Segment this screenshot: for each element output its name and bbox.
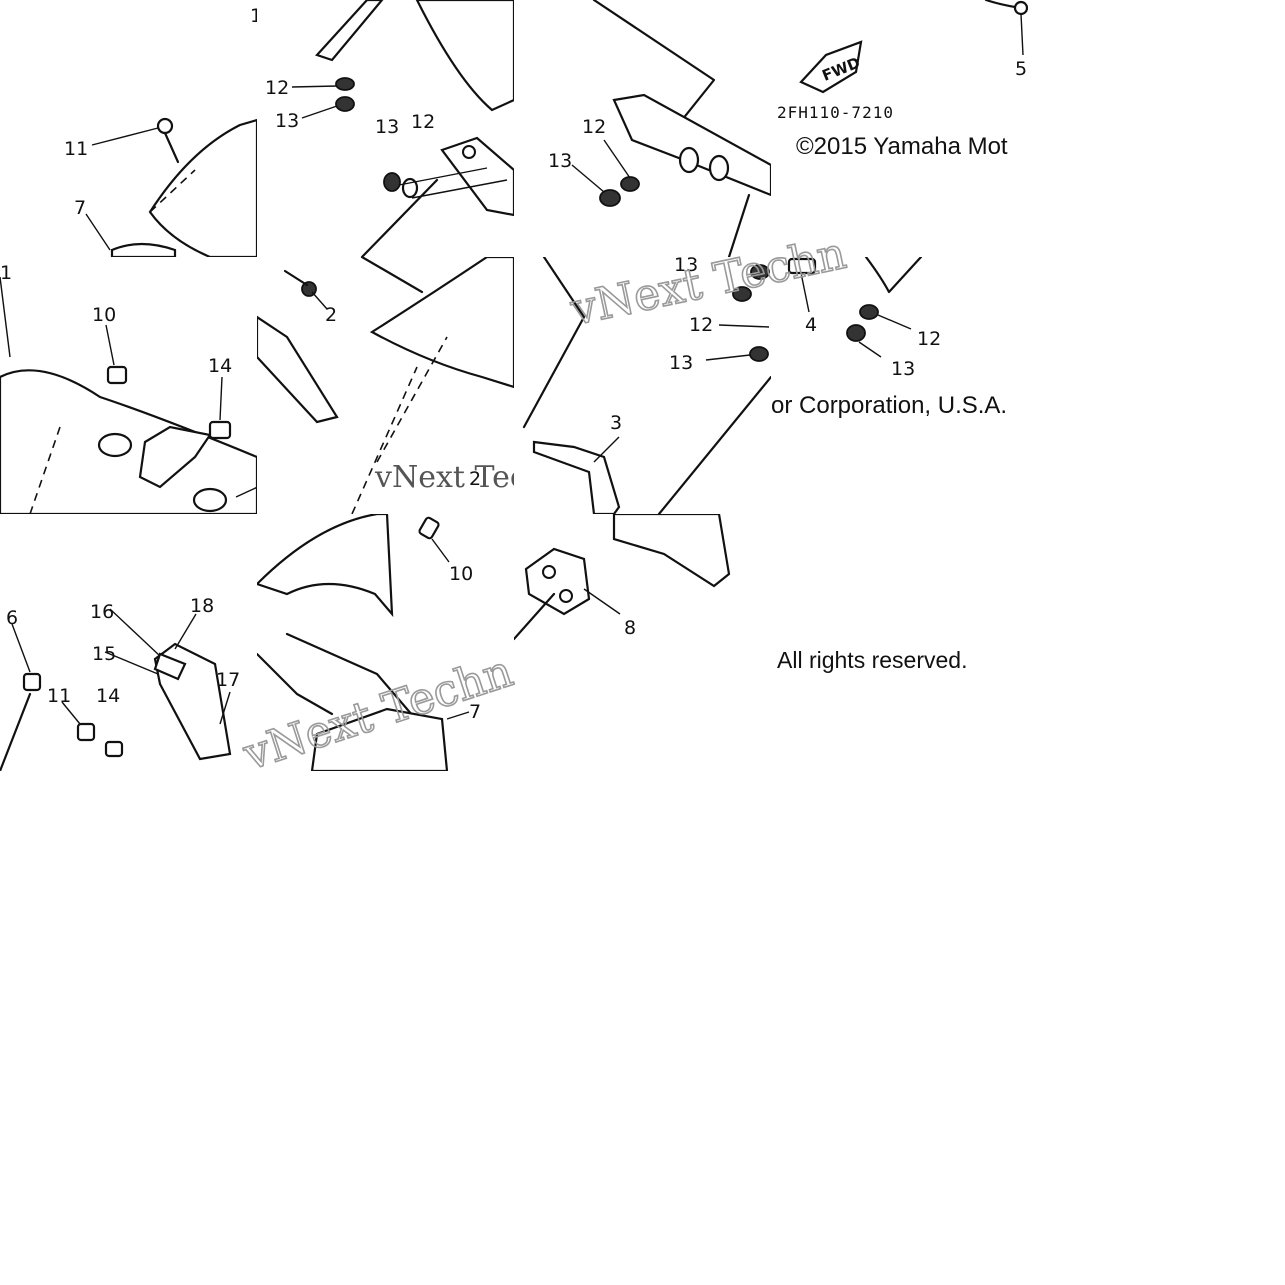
callout-label: 5 bbox=[1015, 58, 1027, 80]
plate-shape bbox=[257, 315, 339, 424]
callout-label: 10 bbox=[449, 563, 473, 585]
copyright-line-2: or Corporation, U.S.A. bbox=[771, 392, 1008, 419]
diagram-tile-bottom-left: 6 16 18 15 17 11 14 bbox=[0, 514, 257, 771]
callout-label: 14 bbox=[96, 685, 120, 707]
callout-label: 1 bbox=[0, 262, 12, 284]
callout-label: 3 bbox=[610, 412, 622, 434]
mount-flange-shape bbox=[524, 547, 591, 616]
cowl-panel-shape bbox=[148, 118, 257, 257]
callout-label: 12 bbox=[917, 328, 941, 350]
callout-label: 12 bbox=[411, 111, 435, 133]
bracket-shape bbox=[138, 425, 212, 489]
diagram-tile-bottom-center-left: 10 7 bbox=[257, 514, 514, 771]
diagram-tile-top-center-left: 12 13 13 12 bbox=[257, 0, 514, 257]
cover-lower-shape bbox=[310, 707, 449, 771]
support-bar-shape bbox=[612, 93, 771, 197]
diagram-tile-mid-right: 4 12 13 or Corporation, U.S.A. bbox=[771, 257, 1028, 514]
callout-label: 8 bbox=[624, 617, 636, 639]
frame-bar-shape bbox=[532, 440, 621, 514]
diagram-code: 2FH110-7210 bbox=[777, 103, 894, 122]
bracket-arm-shape bbox=[315, 0, 384, 62]
diagram-tile-top-center-right: 12 13 bbox=[514, 0, 771, 257]
fender-front-shape bbox=[257, 514, 394, 618]
diagram-tile-bottom-right: All rights reserved. bbox=[771, 514, 1028, 771]
callout-label: 14 bbox=[208, 355, 232, 377]
mount-plate-shape bbox=[440, 136, 514, 217]
callout-label: 13 bbox=[669, 352, 693, 374]
callout-label: 2 bbox=[469, 468, 481, 490]
diagram-tile-top-right: FWD 2FH110-7210 5 ©2015 Yamaha Mot bbox=[771, 0, 1028, 257]
callout-label: 7 bbox=[469, 701, 481, 723]
callout-label: 7 bbox=[74, 197, 86, 219]
callout-label: 11 bbox=[47, 685, 71, 707]
callout-label: 18 bbox=[190, 595, 214, 617]
diagram-tile-mid-left: 1 10 14 9 bbox=[0, 257, 257, 514]
diagram-tile-top-left: 1 11 7 bbox=[0, 0, 257, 257]
callout-label: 15 bbox=[92, 643, 116, 665]
callout-label: 12 bbox=[689, 314, 713, 336]
callout-label: 11 bbox=[64, 138, 88, 160]
callout-label: 2 bbox=[325, 304, 337, 326]
callout-label: 13 bbox=[275, 110, 299, 132]
callout-label: 13 bbox=[674, 257, 698, 276]
diagram-tile-center-right: 13 12 13 3 bbox=[514, 257, 771, 514]
callout-label: 13 bbox=[548, 150, 572, 172]
callout-label: 12 bbox=[582, 116, 606, 138]
screw-part bbox=[156, 117, 174, 135]
diagram-tile-center-left: 2 2 vNext Techn bbox=[257, 257, 514, 514]
cover-shape bbox=[369, 257, 514, 389]
watermark-text: vNext Techn bbox=[374, 460, 514, 495]
copyright-line-1: ©2015 Yamaha Mot bbox=[796, 133, 1008, 160]
callout-label: 16 bbox=[90, 601, 114, 623]
fwd-arrow-icon bbox=[799, 40, 863, 94]
diagram-tile-bottom-center-right: 8 bbox=[514, 514, 771, 771]
callout-label: 12 bbox=[265, 77, 289, 99]
callout-label: 13 bbox=[891, 358, 915, 380]
callout-label: 4 bbox=[805, 314, 817, 336]
callout-label: 13 bbox=[375, 116, 399, 138]
plate-lower-shape bbox=[612, 514, 731, 588]
callout-label: 6 bbox=[6, 607, 18, 629]
copyright-line-3: All rights reserved. bbox=[777, 647, 968, 673]
callout-label: 10 bbox=[92, 304, 116, 326]
callout-label: 17 bbox=[216, 669, 240, 691]
callout-label: 1 bbox=[250, 5, 257, 27]
